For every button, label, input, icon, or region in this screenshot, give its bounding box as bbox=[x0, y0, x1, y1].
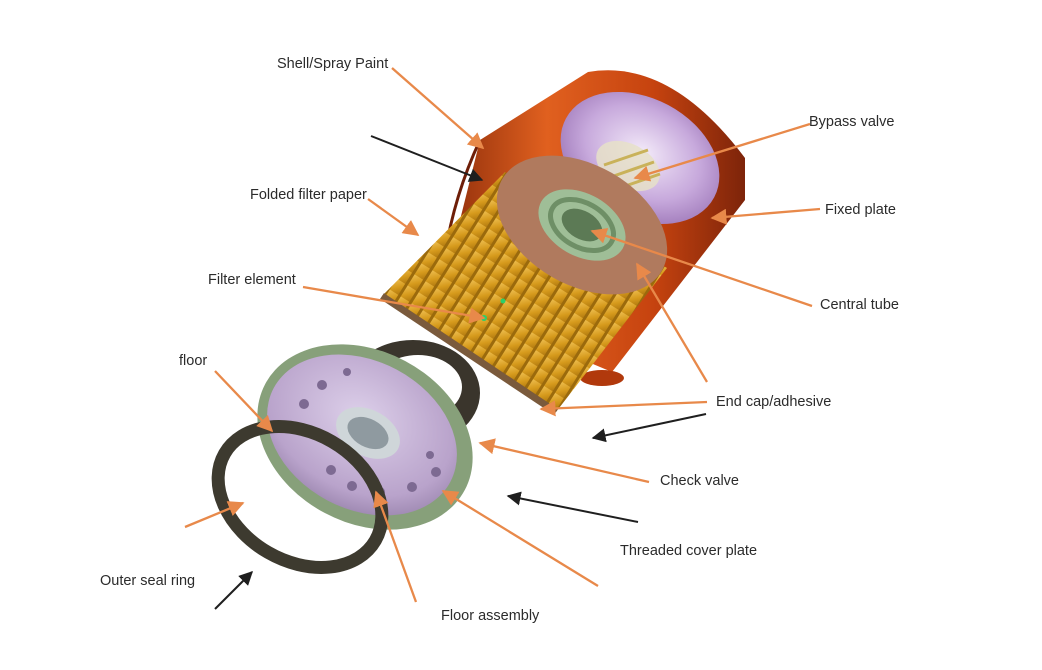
leader-lines bbox=[184, 67, 821, 603]
floor-assembly-part bbox=[257, 344, 473, 530]
label-check-valve: Check valve bbox=[660, 473, 739, 489]
label-bypass-valve: Bypass valve bbox=[809, 114, 895, 130]
label-folded-filter-paper: Folded filter paper bbox=[250, 187, 367, 203]
assembly-arrows bbox=[214, 135, 707, 610]
outer-seal-ring-part bbox=[211, 420, 389, 574]
label-end-cap-adhesive: End cap/adhesive bbox=[716, 394, 832, 410]
label-fixed-plate: Fixed plate bbox=[825, 202, 896, 218]
label-outer-seal-ring: Outer seal ring bbox=[100, 573, 196, 589]
label-floor-assembly: Floor assembly bbox=[441, 608, 540, 624]
label-threaded-cover-plate: Threaded cover plate bbox=[620, 543, 758, 559]
label-shell-spray-paint: Shell/Spray Paint bbox=[277, 56, 389, 72]
label-filter-element: Filter element bbox=[208, 272, 296, 288]
label-central-tube: Central tube bbox=[820, 297, 899, 313]
label-floor: floor bbox=[179, 353, 208, 369]
